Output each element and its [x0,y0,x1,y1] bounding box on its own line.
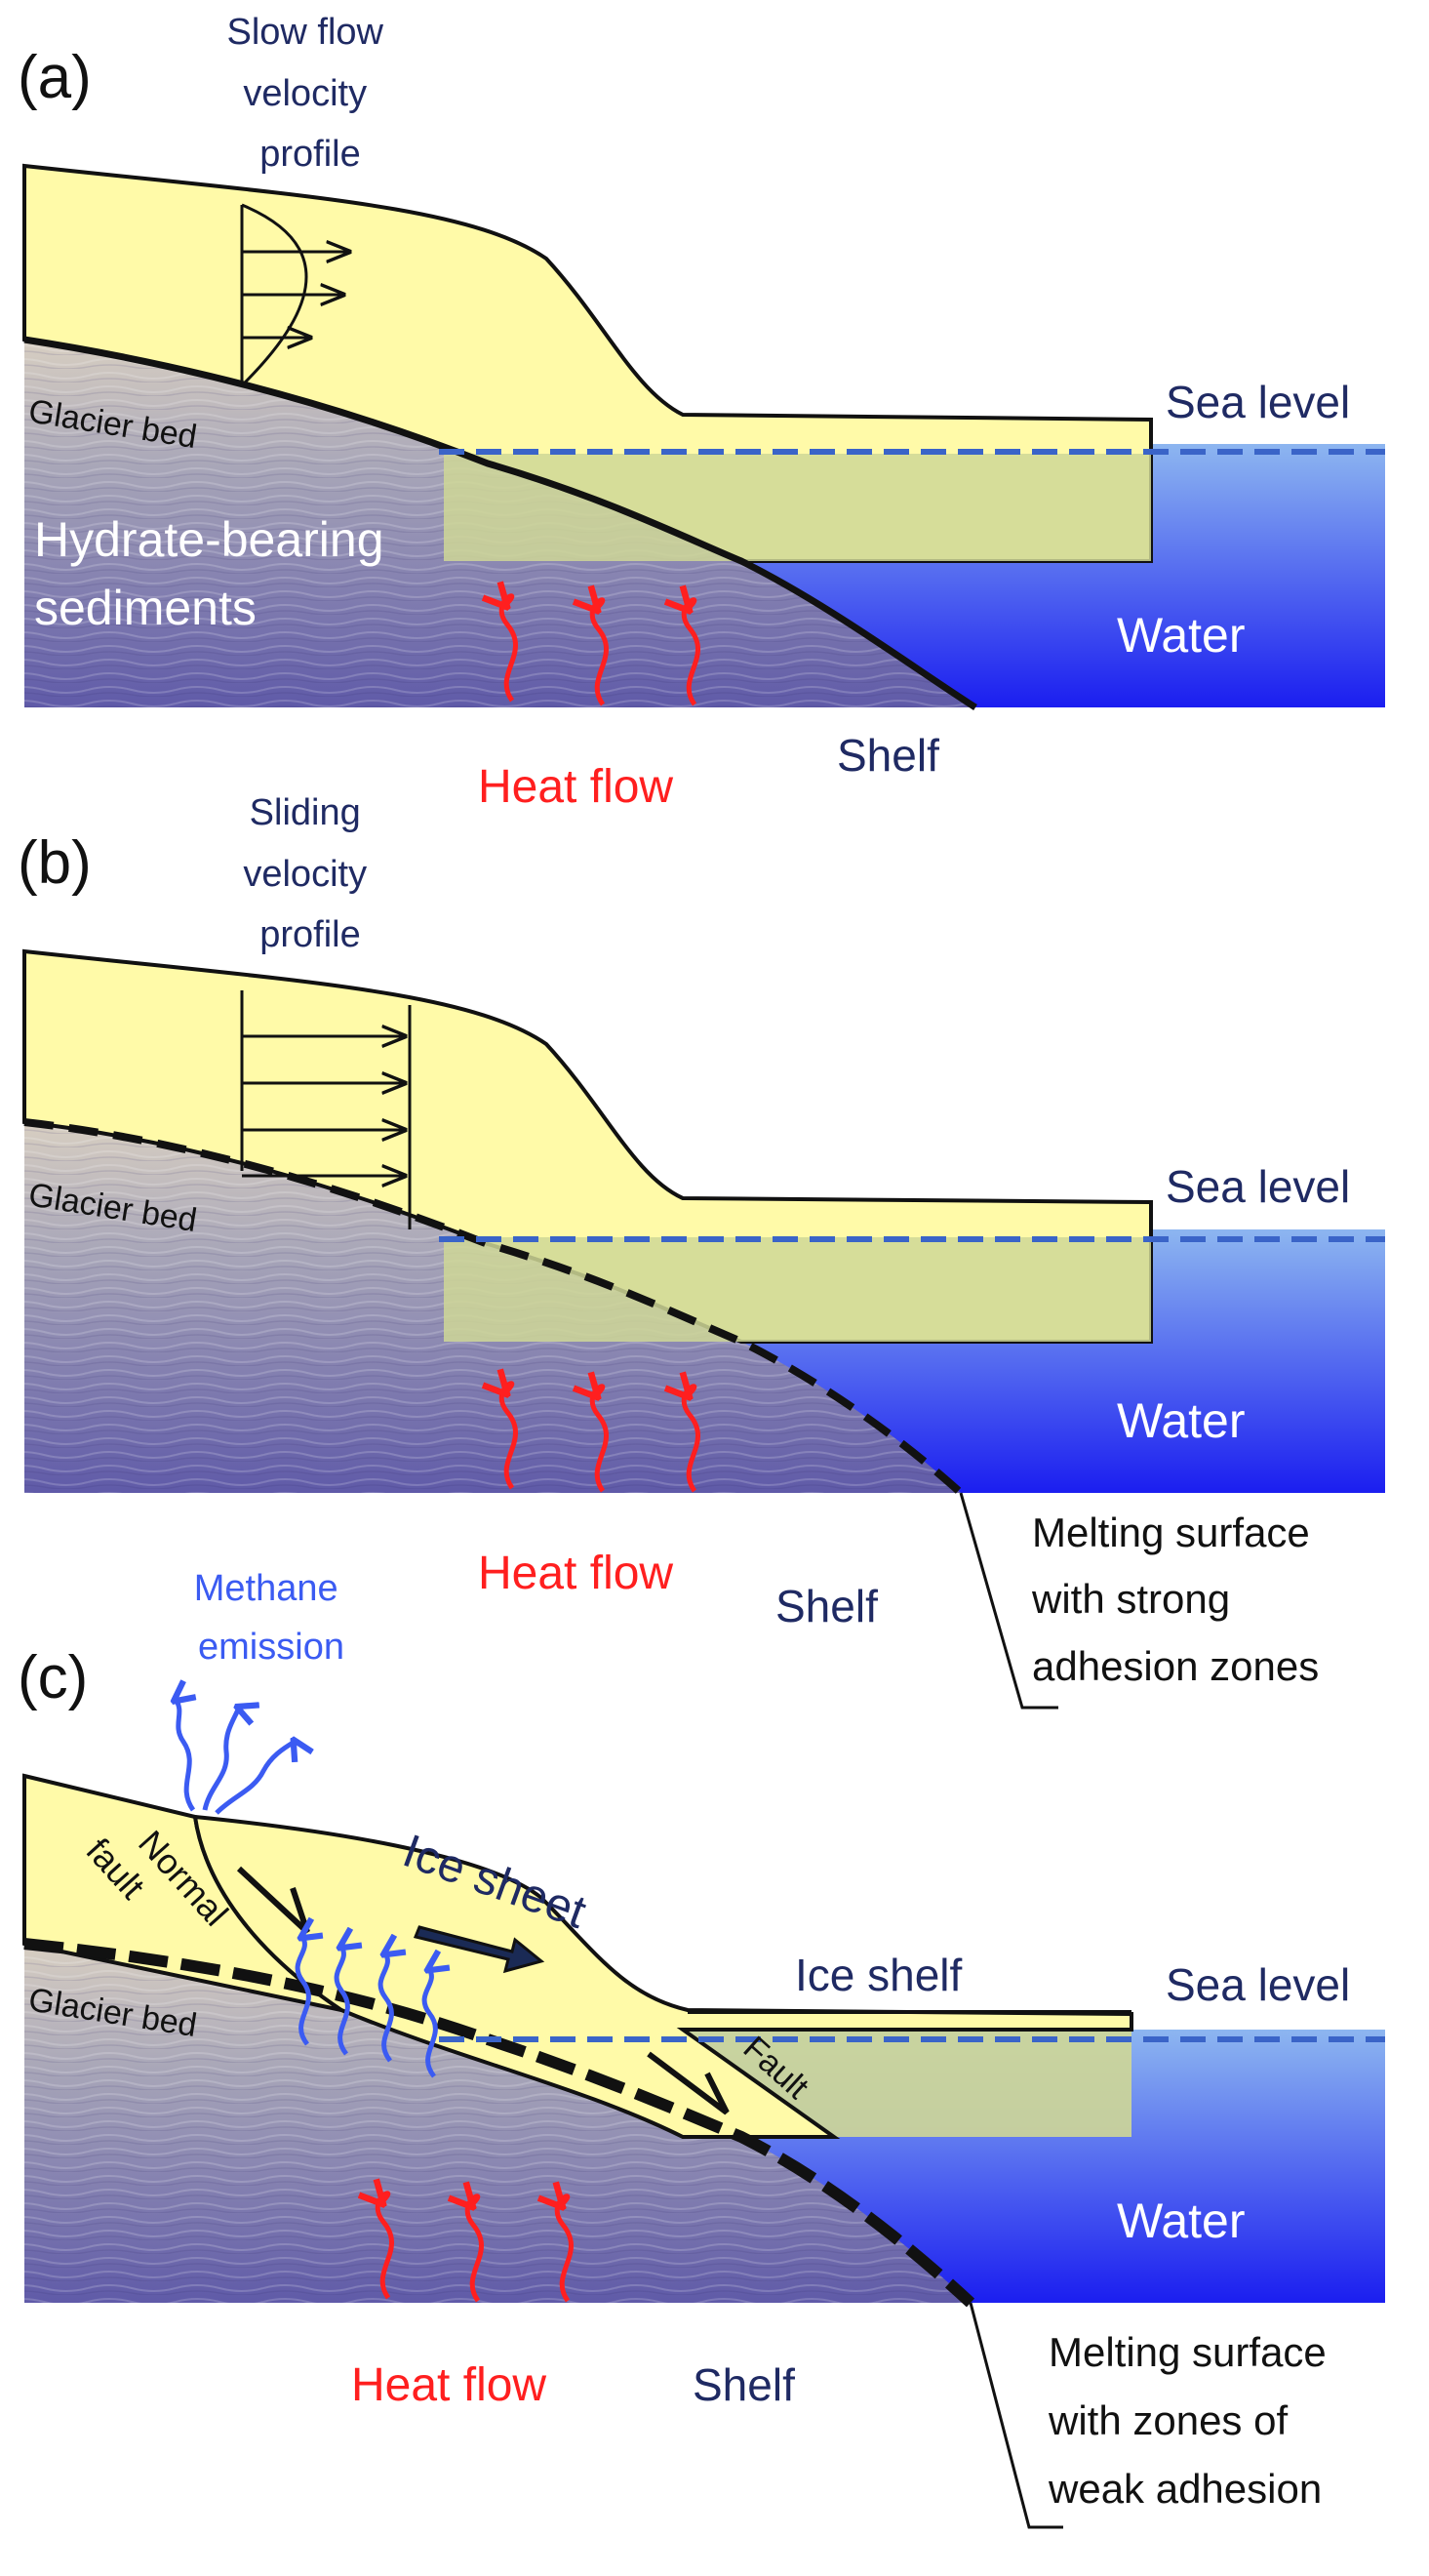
velocity-profile-label: Sliding velocity profile [243,792,377,955]
shelf-label: Shelf [837,730,939,781]
melting-surface-line [23,1118,964,1496]
fault-arrow [647,2051,730,2115]
water-label: Water [1117,1393,1246,1448]
melting-surface-line [23,1938,975,2308]
velocity-profile [240,203,349,387]
panel-a: (a) Slow flow velocity profile Glacier b… [18,12,1385,813]
velocity-profile-label: Slow flow velocity profile [226,12,393,175]
sediments-label: Hydrate-bearing sediments [34,512,397,635]
heat-flow-arrows [501,1384,700,1493]
methane-arrows-rising [298,1937,435,2078]
sea-level-label: Sea level [1166,1161,1350,1212]
panel-a-label: (a) [18,44,92,111]
sediment-texture [24,1944,971,2303]
melting-surface-label: Melting surface with strong adhesion zon… [1031,1509,1321,1689]
heat-flow-label: Heat flow [478,1548,673,1599]
melting-surface-label: Melting surface with zones of weak adhes… [1048,2329,1337,2512]
methane-emission-arrows [176,1700,295,1815]
floating-ice [444,1237,1151,1342]
heat-flow-label: Heat flow [351,2359,546,2411]
sea-level-label: Sea level [1166,377,1350,427]
methane-emission-label: Methane emission [194,1568,348,1668]
ice-shelf-label: Ice shelf [795,1950,963,2000]
sea-level-label: Sea level [1166,1959,1350,2010]
shelf-label: Shelf [775,1581,878,1631]
heat-flow-arrows [501,596,700,706]
glacier-bed-line [23,336,977,710]
heat-flow-label: Heat flow [478,761,673,813]
velocity-profile [240,990,412,1229]
panel-b-label: (b) [18,829,92,897]
heat-flow-arrows [377,2194,574,2303]
ice-flow-arrow [413,1925,545,1974]
melting-surface-leader [959,1492,1058,1710]
melting-surface-leader [969,2302,1063,2529]
panel-c: (c) Methane emission Normal fault Ice sh… [18,1568,1385,2529]
floating-ice-shelf [663,2030,1131,2137]
floating-ice [444,454,1151,561]
panel-c-label: (c) [18,1644,88,1711]
water-label: Water [1117,2194,1246,2248]
ice-sheet-main-block [192,1814,1133,2139]
water-label: Water [1117,608,1246,663]
shelf-label: Shelf [693,2359,795,2410]
panel-b: (b) Sliding velocity profile Glacier bed… [18,792,1385,1710]
